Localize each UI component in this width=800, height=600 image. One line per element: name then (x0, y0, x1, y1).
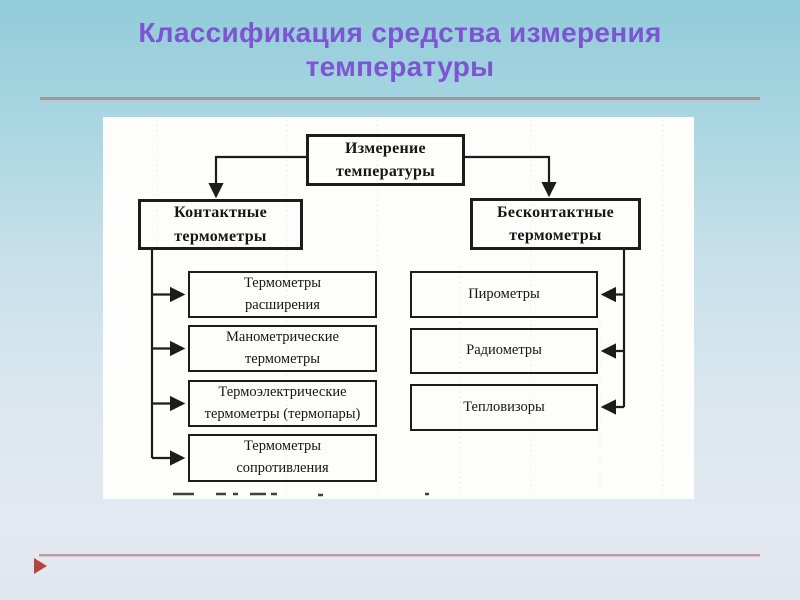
play-triangle-icon (34, 558, 47, 574)
diagram-box-expansion-thermometers: Термометры расширения (188, 271, 377, 318)
diagram-box-resistance-thermometers: Термометры сопротивления (188, 434, 377, 482)
diagram-box-label: Термоэлектрические термометры (термопары… (204, 383, 361, 422)
diagram-box-thermoelectric-thermometers: Термоэлектрические термометры (термопары… (188, 380, 377, 427)
diagram-box-label: Пирометры (468, 285, 540, 302)
diagram-box-noncontact-thermometers: Бесконтактные термометры (470, 198, 641, 250)
title-divider (40, 97, 760, 101)
diagram-box-pyrometers: Пирометры (410, 271, 598, 318)
scanned-diagram-figure: Измерение температуры Контактные термоме… (103, 117, 694, 499)
diagram-box-contact-label: Контактные термометры (174, 204, 267, 245)
diagram-box-thermal-imagers: Тепловизоры (410, 384, 598, 431)
diagram-box-manometric-thermometers: Манометрические термометры (188, 325, 377, 372)
diagram-box-root-label: Измерение температуры (335, 139, 435, 180)
next-slide-button[interactable] (30, 553, 54, 579)
diagram-box-label: Термометры расширения (243, 274, 322, 313)
diagram-box-label: Манометрические термометры (226, 328, 339, 367)
scan-artifact-lines (156, 120, 664, 495)
diagram-box-contact-thermometers: Контактные термометры (138, 199, 303, 250)
page-title: Классификация средства измерения темпера… (138, 17, 662, 82)
diagram-box-label: Тепловизоры (463, 398, 545, 415)
diagram-box-label: Термометры сопротивления (236, 438, 329, 476)
cutoff-caption-fragment (173, 492, 429, 497)
diagram-box-root: Измерение температуры (306, 134, 465, 186)
diagram-box-radiometers: Радиометры (410, 328, 598, 374)
diagram-box-noncontact-label: Бесконтактные термометры (496, 203, 615, 244)
footer-divider (39, 554, 760, 557)
diagram-box-label: Радиометры (466, 342, 542, 359)
diagram-connector-lines (150, 120, 664, 497)
